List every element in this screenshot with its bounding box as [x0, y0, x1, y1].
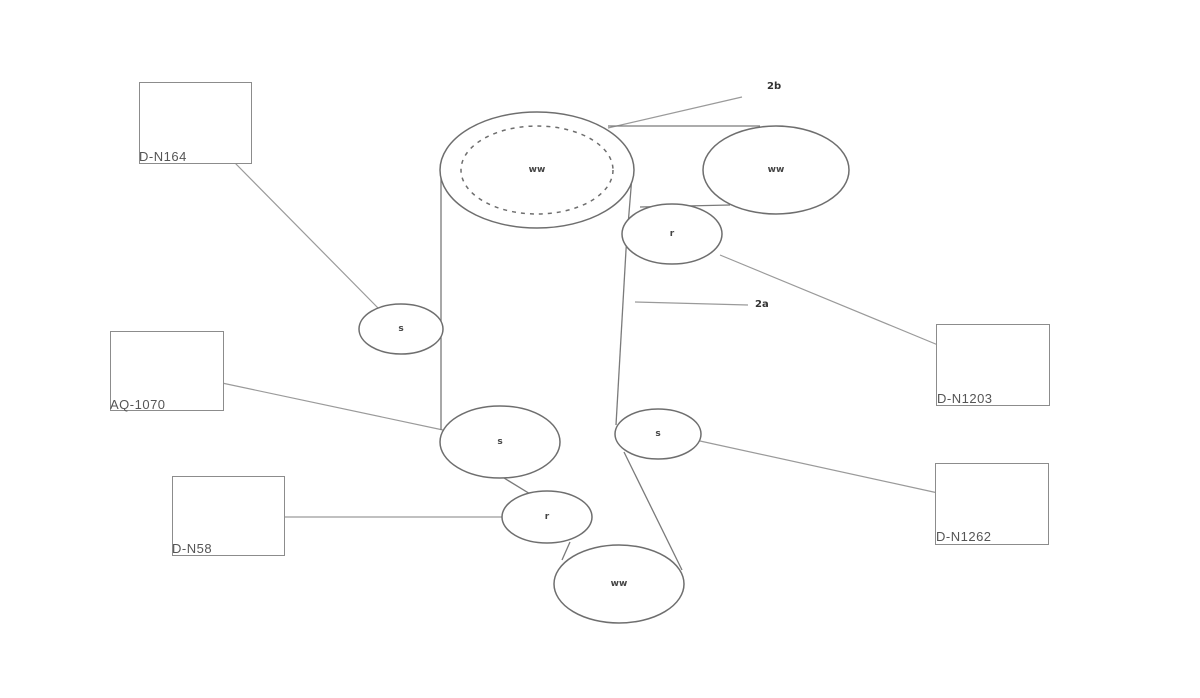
pulley-label-lower-small: r: [544, 512, 550, 522]
part-code-d-n1262: D-N1262: [936, 529, 992, 544]
drive-belt: [440, 125, 760, 571]
part-box-d-n164[interactable]: [139, 82, 252, 164]
pulley-label-right-idler-lower: s: [655, 429, 661, 439]
callout-label-belt-right: 2a: [755, 299, 769, 310]
part-box-d-n1262[interactable]: [935, 463, 1049, 545]
leader-line-2b: [607, 96, 743, 129]
part-code-d-n58: D-N58: [172, 541, 213, 556]
leader-line-aq-1070: [221, 382, 444, 431]
pulley-label-left-large: s: [497, 437, 503, 447]
pulley-label-bottom: ww: [610, 579, 628, 589]
pulley-left-large: [439, 405, 561, 479]
callout-label-belt-top: 2b: [767, 81, 782, 92]
part-code-d-n164: D-N164: [139, 149, 187, 164]
pulley-crankshaft-inner: [460, 125, 614, 215]
leader-lines: [221, 96, 939, 518]
leader-line-d-n1262: [699, 440, 939, 494]
pulley-right-idler-lower: [614, 408, 702, 460]
part-code-aq-1070: AQ-1070: [110, 397, 166, 412]
leader-line-d-n1203: [719, 254, 939, 346]
part-box-d-n58[interactable]: [172, 476, 285, 556]
leader-line-d-n164: [234, 162, 381, 311]
belt-bottom-left-segment: [561, 541, 571, 561]
pulley-label-crankshaft: ww: [528, 165, 546, 175]
part-box-aq-1070[interactable]: [110, 331, 224, 411]
pulley-left-idler: [358, 303, 444, 355]
pulley-upper-right: [702, 125, 850, 215]
pulley-label-right-idler-upper: r: [669, 229, 675, 239]
pulley-label-upper-right: ww: [767, 165, 785, 175]
pulleys: [358, 111, 850, 624]
part-code-d-n1203: D-N1203: [937, 391, 993, 406]
belt-right-lower-segment: [623, 451, 683, 571]
part-box-d-n1203[interactable]: [936, 324, 1050, 406]
pulley-lower-small: [501, 490, 593, 544]
pulley-right-idler-upper: [621, 203, 723, 265]
pulley-label-left-idler: s: [398, 324, 404, 334]
belt-right-mid-segment: [615, 249, 627, 426]
pulley-bottom: [553, 544, 685, 624]
leader-line-2a: [634, 301, 749, 306]
pulley-crankshaft: [439, 111, 635, 229]
